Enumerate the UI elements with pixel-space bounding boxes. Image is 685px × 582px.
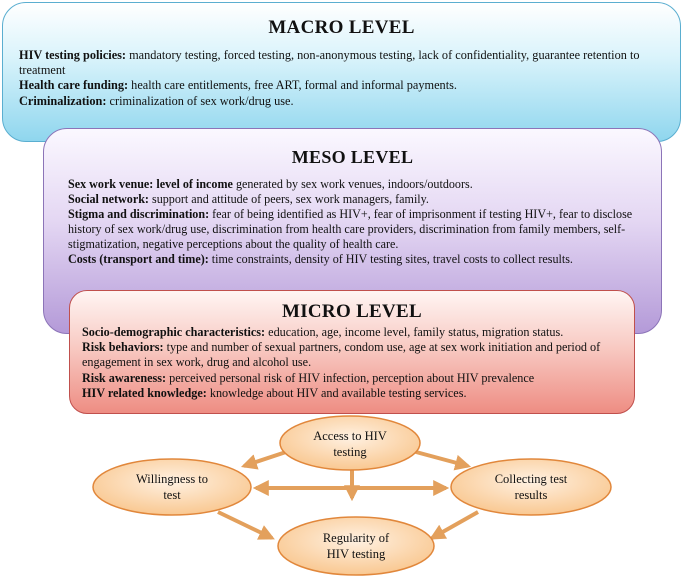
macro-item-health-care-funding: Health care funding: health care entitle… <box>15 78 668 93</box>
node-label-access: Access to HIV testing <box>313 429 387 459</box>
micro-item-text: type and number of sexual partners, cond… <box>82 340 601 370</box>
micro-item-term: Socio-demographic characteristics: <box>82 325 266 339</box>
arrow-collecting-to-regularity <box>429 510 479 540</box>
macro-item-term: Health care funding: <box>19 78 129 93</box>
micro-level-title: MICRO LEVEL <box>281 301 422 322</box>
node-regularity-of-hiv-testing <box>277 516 435 576</box>
arrow-access-to-willingness <box>240 450 287 470</box>
arrow-access-to-collecting <box>415 450 472 471</box>
meso-item-costs: Costs (transport and time): time constra… <box>56 252 649 267</box>
micro-item-term: HIV related knowledge: <box>82 385 207 400</box>
node-collecting-test-results <box>450 458 612 516</box>
node-label-collecting: Collecting test results <box>494 472 568 502</box>
macro-item-text: health care entitlements, free ART, form… <box>128 78 457 93</box>
meso-item-stigma: Stigma and discrimination: fear of being… <box>56 207 649 252</box>
macro-item-criminalization: Criminalization: criminalization of sex … <box>15 94 668 109</box>
node-label-regularity: Regularity of HIV testing <box>322 531 390 561</box>
node-label-willingness: Willingness to test <box>135 472 209 502</box>
micro-item-text: perceived personal risk of HIV infection… <box>166 370 535 385</box>
macro-item-term: Criminalization: <box>19 93 107 108</box>
meso-item-text: time constraints, density of HIV testing… <box>208 252 573 266</box>
meso-item-term: Stigma and discrimination: <box>68 207 210 221</box>
micro-item-risk-behaviors: Risk behaviors: type and number of sexua… <box>82 340 622 370</box>
node-willingness-to-test <box>92 458 252 516</box>
micro-item-risk-awareness: Risk awareness: perceived personal risk … <box>82 371 622 386</box>
macro-item-term: HIV testing policies: <box>19 48 127 62</box>
micro-item-term: Risk awareness: <box>82 370 167 385</box>
meso-item-social-network: Social network: support and attitude of … <box>56 192 649 207</box>
micro-item-text: knowledge about HIV and available testin… <box>206 385 467 400</box>
meso-level-title: MESO LEVEL <box>291 147 414 167</box>
meso-item-term: Costs (transport and time): <box>68 252 209 266</box>
meso-item-term: Social network: <box>68 192 149 206</box>
meso-item-sex-work-venue: Sex work venue: level of income generate… <box>56 177 649 192</box>
macro-item-text: criminalization of sex work/drug use. <box>106 93 294 108</box>
meso-item-term: Sex work venue: level of income <box>68 177 233 191</box>
macro-level-box: MACRO LEVEL HIV testing policies: mandat… <box>2 2 681 142</box>
arrow-willingness-to-regularity <box>217 510 275 540</box>
macro-item-text: mandatory testing, forced testing, non-a… <box>19 48 640 78</box>
meso-item-text: generated by sex work venues, indoors/ou… <box>232 177 473 191</box>
meso-item-text: fear of being identified as HIV+, fear o… <box>68 207 633 251</box>
meso-item-text: support and attitude of peers, sex work … <box>148 192 429 206</box>
macro-level-title: MACRO LEVEL <box>268 17 415 38</box>
micro-item-text: education, age, income level, family sta… <box>265 325 564 339</box>
node-access-to-hiv-testing <box>279 415 421 471</box>
macro-item-hiv-testing-policies: HIV testing policies: mandatory testing,… <box>15 48 668 78</box>
micro-item-hiv-knowledge: HIV related knowledge: knowledge about H… <box>82 386 622 401</box>
micro-item-term: Risk behaviors: <box>82 340 164 355</box>
micro-level-box: MICRO LEVEL Socio-demographic characteri… <box>69 290 635 414</box>
micro-item-socio-demographic: Socio-demographic characteristics: educa… <box>82 325 622 340</box>
